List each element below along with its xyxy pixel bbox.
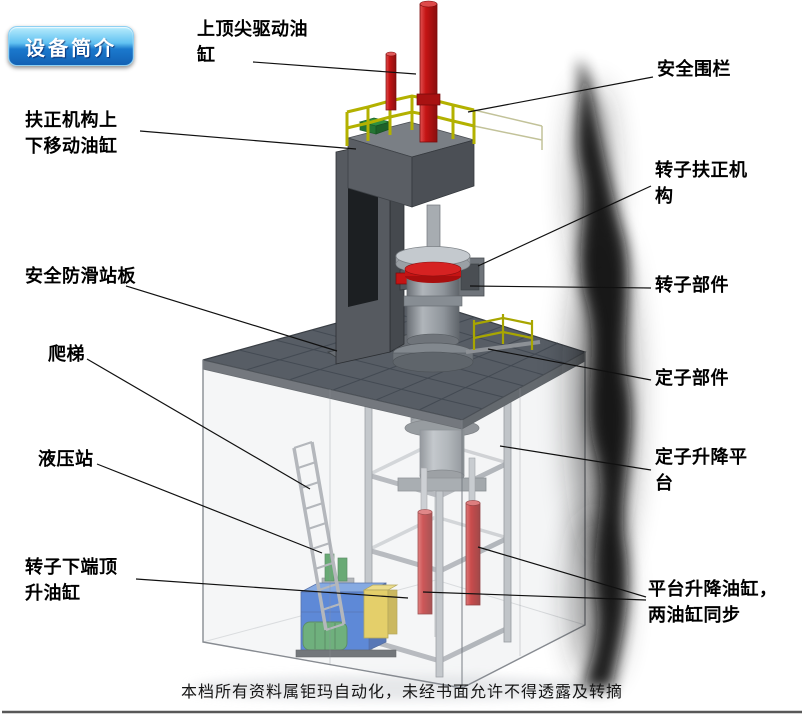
label-rotor-centering-mechanism: 转子扶正机构	[655, 160, 748, 206]
safety-fence-railing	[345, 94, 476, 146]
rotor-assembly	[392, 246, 474, 373]
leader-centering-updown-cylinder	[139, 130, 357, 150]
leader-top-drive-cylinder	[252, 61, 417, 75]
leader-ladder	[86, 358, 311, 490]
label-hydraulic-station: 液压站	[38, 449, 94, 469]
title-badge-text: 设备简介	[25, 37, 117, 60]
leader-rotor-component	[469, 285, 652, 289]
label-ladder: 爬梯	[48, 344, 85, 364]
leader-hydraulic-station	[96, 463, 323, 554]
title-badge: 设备简介	[8, 26, 134, 66]
fence-back-extension	[473, 109, 543, 150]
leader-rotor-bottom-jack	[135, 578, 409, 599]
label-stator-component: 定子部件	[655, 368, 729, 388]
leader-anti-slip-board	[125, 285, 338, 352]
leader-lines	[86, 61, 654, 601]
label-rotor-bottom-jack: 转子下端顶升油缸	[25, 557, 118, 603]
top-housing	[346, 117, 476, 208]
label-centering-updown-cylinder: 扶正机构上下移动油缸	[25, 110, 118, 156]
leader-stator-component	[487, 348, 652, 381]
label-safety-fence: 安全围栏	[657, 59, 731, 79]
leader-platform-lift-a	[477, 546, 647, 598]
ground-shadow	[190, 675, 600, 701]
footer-watermark: 本档所有资料属钜玛自动化，未经书面允许不得透露及转摘	[180, 684, 623, 701]
smoke-shadow	[572, 60, 632, 688]
right-platform-railing	[465, 314, 541, 354]
leader-stator-lift-platform	[499, 445, 652, 471]
enclosure-walls	[202, 351, 586, 689]
label-anti-slip-board: 安全防滑站板	[25, 266, 136, 286]
platform-lift-cylinders-red	[417, 457, 481, 615]
top-drive-cylinder-group	[385, 0, 441, 143]
leader-rotor-centering-mechanism	[477, 185, 652, 267]
leader-safety-fence	[467, 76, 654, 113]
label-top-drive-cylinder: 上顶尖驱动油缸	[197, 19, 308, 65]
label-rotor-component: 转子部件	[655, 275, 729, 295]
hydraulic-station-unit	[295, 582, 399, 658]
label-platform-lift-cylinders: 平台升降油缸，两油缸同步	[648, 579, 778, 625]
leader-platform-lift-b	[422, 591, 647, 601]
label-stator-lift-platform: 定子升降平台	[655, 447, 748, 493]
